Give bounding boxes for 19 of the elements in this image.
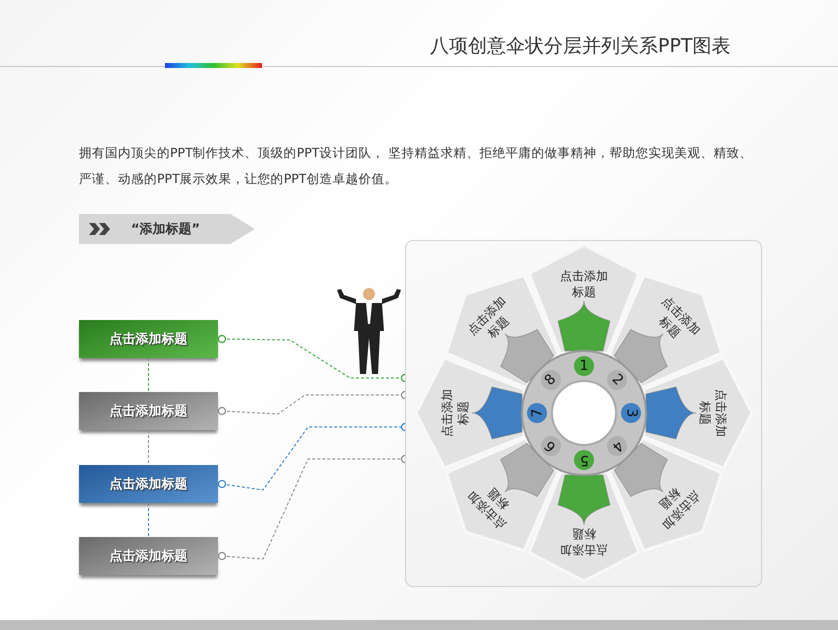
connector-line	[148, 502, 149, 538]
tag-text: “添加标题”	[131, 221, 200, 238]
sector-label: 点击添加标题	[439, 386, 473, 440]
title-banner: 点击添加标题	[79, 537, 218, 575]
connector-line	[148, 430, 149, 466]
sector-label: 点击添加标题	[557, 524, 611, 558]
sector-label: 点击添加标题	[643, 472, 706, 535]
sector-label: 点击添加标题	[557, 268, 611, 302]
sector-label: 点击添加标题	[695, 386, 729, 440]
tag-arrow-banner	[79, 214, 255, 244]
title: 八项创意伞状分层并列关系PPT图表	[430, 34, 731, 59]
connector-line	[148, 358, 149, 392]
title-banner: 点击添加标题	[79, 465, 218, 503]
sector-label: 点击添加标题	[643, 291, 706, 354]
title-banner: 点击添加标题	[79, 320, 218, 358]
description-text: 拥有国内顶尖的PPT制作技术、顶级的PPT设计团队， 坚持精益求精、拒绝平庸的做事精神，帮助您实现美观、精致、严谨、动感的PPT展示效果，让您的PPT创造卓越价值。	[79, 144, 754, 188]
title-banner: 点击添加标题	[79, 392, 218, 430]
sector-label: 点击添加标题	[462, 291, 525, 354]
sector-label: 点击添加标题	[462, 472, 525, 535]
